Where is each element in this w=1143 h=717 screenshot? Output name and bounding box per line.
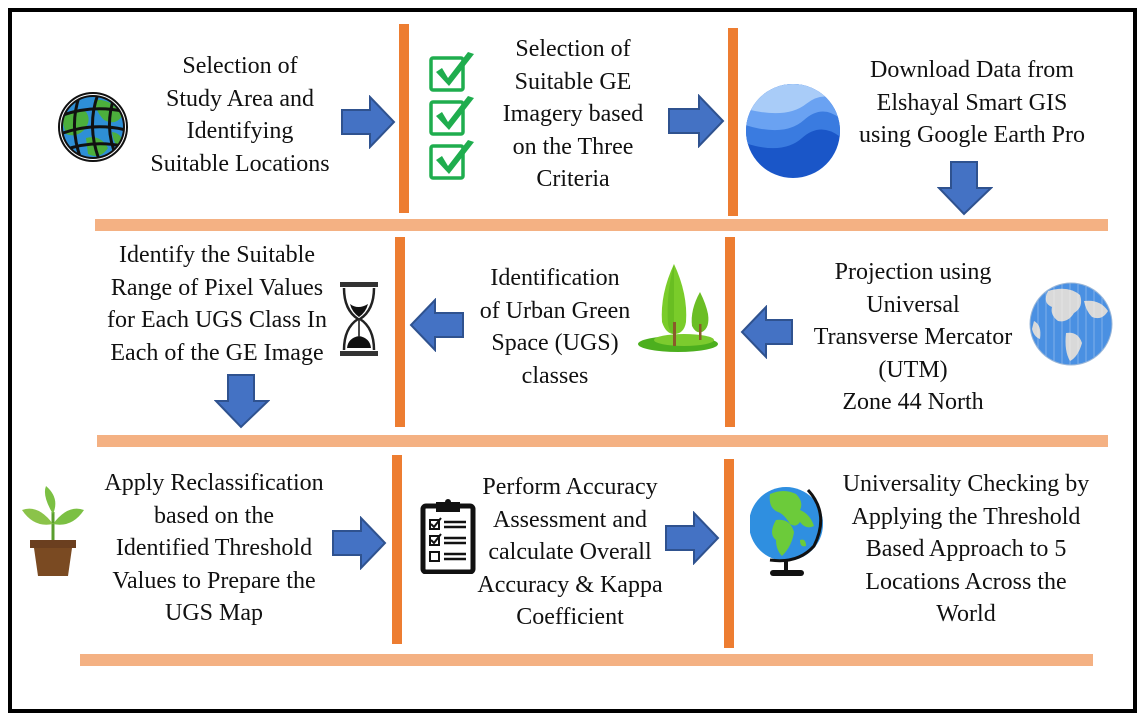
- step-3-line: Download Data from: [870, 57, 1074, 83]
- column-separator-r1-a: [399, 24, 409, 213]
- row-separator-3: [80, 654, 1093, 666]
- clipboard-checklist-icon: [420, 498, 476, 575]
- checklist-checkboxes-icon: [428, 50, 476, 185]
- arrow-right-icon: [667, 93, 725, 153]
- step-6-line: (UTM): [878, 356, 948, 383]
- step-8-text: Perform Accuracy Assessment and calculat…: [462, 471, 678, 634]
- step-5-line: classes: [521, 362, 589, 389]
- step-5-line: Identification: [490, 265, 620, 291]
- step-9-line: Based Approach to 5: [865, 536, 1067, 562]
- step-3-text: Download Data from Elshayal Smart GIS us…: [842, 54, 1102, 152]
- step-1-line: Study Area and: [166, 85, 314, 112]
- step-3-line: Elshayal Smart GIS: [876, 89, 1068, 116]
- column-separator-r2-b: [725, 237, 735, 427]
- step-7-line: Identified Threshold: [115, 535, 313, 561]
- step-8-line: Accuracy & Kappa: [477, 571, 663, 598]
- globe-projection-icon: [1028, 281, 1114, 367]
- step-4-line: Range of Pixel Values: [110, 274, 324, 301]
- step-8-line: calculate Overall: [488, 539, 652, 565]
- step-9-line: World: [936, 601, 996, 627]
- step-2-line: on the Three: [512, 133, 634, 160]
- step-7-text: Apply Reclassification based on the Iden…: [84, 467, 344, 630]
- trees-icon: [624, 264, 720, 362]
- step-7-line: Apply Reclassification: [104, 470, 324, 496]
- step-7-line: based on the: [154, 502, 274, 529]
- step-4-line: Each of the GE Image: [110, 339, 324, 366]
- step-6-line: Transverse Mercator: [813, 324, 1013, 350]
- column-separator-r3-b: [724, 459, 734, 648]
- arrow-right-icon: [331, 515, 387, 575]
- row-separator-1: [95, 219, 1108, 231]
- step-8-line: Perform Accuracy: [482, 474, 658, 500]
- step-9-text: Universality Checking by Applying the Th…: [824, 468, 1108, 631]
- step-4-line: for Each UGS Class In: [107, 307, 327, 333]
- arrow-left-icon: [740, 304, 794, 364]
- arrow-left-icon: [409, 297, 465, 357]
- step-5-line: Space (UGS): [491, 330, 619, 356]
- step-5-line: of Urban Green: [479, 297, 631, 324]
- desk-globe-icon: [749, 484, 826, 580]
- arrow-right-icon: [664, 510, 720, 570]
- step-1-line: Selection of: [182, 53, 298, 79]
- arrow-right-icon: [340, 94, 396, 154]
- step-4-line: Identify the Suitable: [119, 242, 315, 268]
- row-separator-2: [97, 435, 1108, 447]
- step-5-text: Identification of Urban Green Space (UGS…: [460, 262, 650, 392]
- step-9-line: Applying the Threshold: [851, 503, 1081, 530]
- step-1-line: Suitable Locations: [150, 150, 330, 177]
- arrow-down-icon: [213, 373, 271, 434]
- step-1-text: Selection of Study Area and Identifying …: [130, 50, 350, 180]
- column-separator-r3-a: [392, 455, 402, 644]
- step-6-line: Zone 44 North: [842, 389, 984, 415]
- potted-plant-icon: [20, 484, 86, 578]
- hourglass-icon: [338, 280, 380, 358]
- step-9-line: Locations Across the: [865, 568, 1067, 595]
- step-8-line: Coefficient: [516, 604, 624, 630]
- step-9-line: Universality Checking by: [842, 471, 1090, 497]
- step-6-line: Universal: [866, 291, 960, 318]
- step-2-text: Selection of Suitable GE Imagery based o…: [468, 33, 678, 196]
- google-earth-logo-icon: [742, 80, 844, 182]
- step-3-line: using Google Earth Pro: [859, 122, 1085, 148]
- step-6-line: Projection using: [834, 259, 992, 285]
- step-7-line: UGS Map: [164, 600, 263, 626]
- column-separator-r1-b: [728, 28, 738, 216]
- column-separator-r2-a: [395, 237, 405, 427]
- diagram-frame: [8, 8, 1137, 713]
- step-2-line: Suitable GE: [514, 68, 632, 95]
- step-4-text: Identify the Suitable Range of Pixel Val…: [92, 239, 342, 369]
- step-2-line: Selection of: [515, 36, 631, 62]
- step-8-line: Assessment and: [493, 506, 647, 533]
- globe-grid-icon: [56, 90, 130, 164]
- step-1-line: Identifying: [186, 118, 294, 144]
- step-2-line: Imagery based: [502, 101, 644, 127]
- arrow-down-icon: [936, 160, 994, 221]
- step-6-text: Projection using Universal Transverse Me…: [795, 256, 1031, 419]
- step-2-line: Criteria: [536, 166, 610, 192]
- step-7-line: Values to Prepare the: [112, 567, 316, 594]
